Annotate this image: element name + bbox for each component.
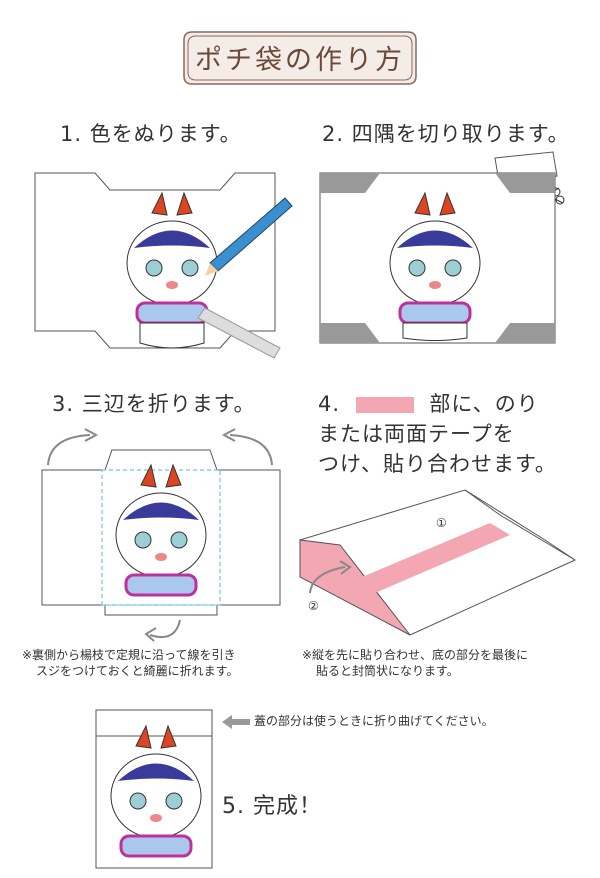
order-mark-1: ①	[436, 516, 447, 530]
step-1-illustration	[34, 172, 293, 359]
step-4-number: 4.	[318, 392, 341, 416]
title-banner	[183, 31, 417, 85]
step-2-label: 2. 四隅を切り取ります。	[322, 122, 570, 146]
glue-arrow-icon	[309, 560, 352, 594]
order-mark-2: ②	[308, 599, 319, 613]
step-5-note: 蓋の部分は使うときに折り曲げてください。	[254, 714, 494, 728]
colored-pencil	[205, 197, 293, 276]
cat-figure-2	[389, 191, 481, 341]
step-2-illustration	[319, 151, 565, 344]
step-4-illustration: ① ②	[298, 489, 577, 636]
step-1-label: 1. 色をぬります。	[60, 122, 242, 146]
glue-swatch	[355, 397, 414, 413]
step-4-label-line2: または両面テープを	[318, 422, 515, 446]
left-arrow-icon	[222, 715, 250, 729]
step-4-label-line3: つけ、貼り合わせます。	[318, 452, 557, 476]
step-5-label: 5. 完成！	[222, 794, 322, 819]
fold-arrow-bottom-icon	[144, 619, 181, 642]
step-3-note-line2: スジをつけておくと綺麗に折れます。	[36, 664, 239, 678]
step-3-label: 3. 三辺を折ります。	[52, 392, 256, 416]
cat-figure-5	[110, 724, 202, 858]
page-title: ポチ袋の作り方	[195, 45, 405, 76]
step-3-note-line1: ※裏側から楊枝で定規に沿って線を引き	[22, 648, 236, 662]
step-4-note-line2: 貼ると封筒状になります。	[316, 664, 459, 678]
step-4-label-line1: 4. 部に、のり	[318, 388, 539, 418]
step-5-envelope	[95, 709, 213, 869]
cat-figure-3	[115, 463, 207, 597]
fold-arrow-right-icon	[221, 428, 273, 466]
step-4-suffix: 部に、のり	[429, 392, 539, 416]
step-3-illustration	[41, 428, 281, 642]
fold-arrow-left-icon	[47, 428, 99, 466]
step-4-note-line1: ※縦を先に貼り合わせ、底の部分を最後に	[302, 648, 529, 662]
brush-pen	[197, 307, 281, 359]
cat-figure-1	[126, 191, 218, 349]
